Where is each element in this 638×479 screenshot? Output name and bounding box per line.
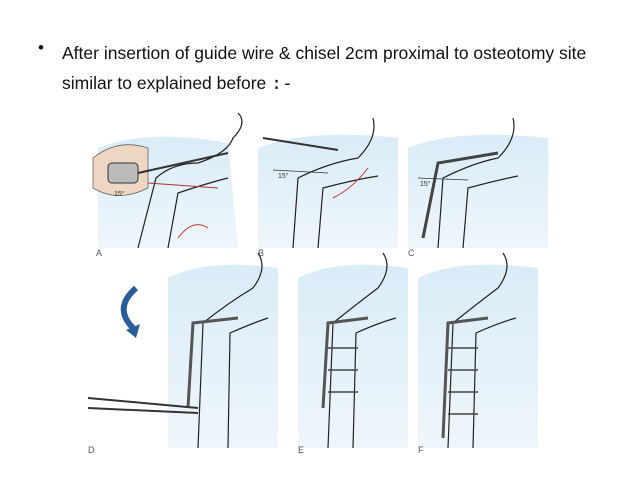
- panel-e-label: E: [298, 445, 304, 455]
- panel-f: F: [418, 252, 538, 455]
- rotate-arrow-icon: [120, 285, 140, 338]
- panel-f-label: F: [418, 445, 424, 455]
- panel-b: 15° B: [258, 117, 398, 258]
- panel-b-angle: 15°: [278, 172, 289, 180]
- panel-a: 15° A: [92, 112, 243, 258]
- panel-e: E: [298, 252, 408, 455]
- panel-d: D: [87, 252, 278, 455]
- bullet-tail: :-: [271, 73, 293, 94]
- panel-a-angle: 15°: [114, 190, 125, 198]
- surgical-illustration: 15° A 15° B 15° C: [78, 108, 558, 458]
- panel-c-angle: 15°: [420, 180, 431, 188]
- panel-c: 15° C: [408, 117, 548, 258]
- panel-d-label: D: [88, 445, 95, 455]
- panel-a-label: A: [96, 248, 102, 258]
- panel-c-label: C: [408, 248, 415, 258]
- bullet-text-block: After insertion of guide wire & chisel 2…: [62, 38, 602, 99]
- bullet-text: After insertion of guide wire & chisel 2…: [62, 43, 587, 93]
- bullet-marker: •: [38, 38, 44, 57]
- panel-b-label: B: [258, 248, 264, 258]
